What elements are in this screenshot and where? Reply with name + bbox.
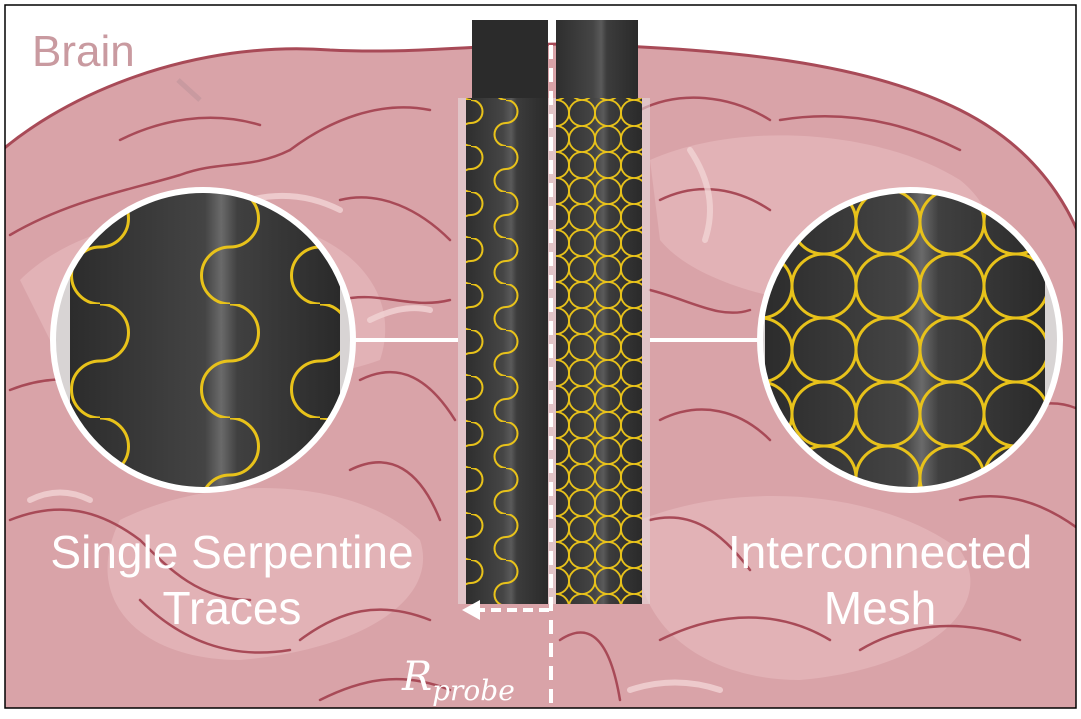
radius-symbol: R xyxy=(401,654,432,700)
probe-cap-left xyxy=(472,20,548,100)
left-caption-line1: Single Serpentine xyxy=(50,526,413,578)
serpentine-traces xyxy=(466,98,548,604)
radius-subscript: probe xyxy=(432,674,515,707)
left-caption-line2: Traces xyxy=(163,582,302,634)
right-caption-line1: Interconnected xyxy=(728,526,1032,578)
mesh-traces xyxy=(556,98,642,604)
right-caption-line2: Mesh xyxy=(824,582,936,634)
probe-cap-right xyxy=(556,20,638,100)
brain-label: Brain xyxy=(32,27,135,76)
probe xyxy=(458,20,650,604)
